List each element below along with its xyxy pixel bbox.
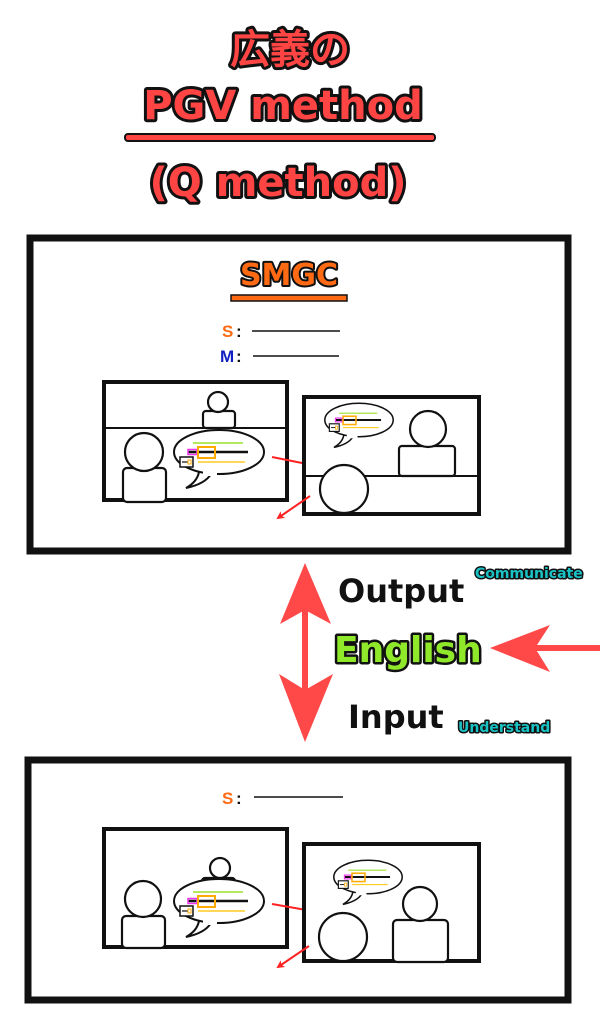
person-icon: [397, 444, 457, 478]
comic-panel-speaker: [102, 827, 289, 950]
title-line-3: (Q method): [149, 160, 406, 206]
output-label: Output: [338, 572, 464, 610]
person-back-icon: [201, 409, 237, 430]
english-label: English: [334, 630, 482, 671]
arrow-left-icon: [490, 625, 600, 672]
title-line-1: 広義の: [230, 27, 350, 73]
comic-panel-listener: [302, 842, 481, 964]
title-line-2: PGV method: [143, 83, 423, 129]
person-front-icon: [120, 914, 167, 950]
double-arrow-icon: [279, 563, 333, 742]
smgc-underline: [230, 294, 348, 302]
comic-panel-speaker: [102, 380, 289, 504]
understand-label: Understand: [458, 720, 550, 736]
arrow-down-left-icon: [276, 495, 311, 520]
smgc-heading: SMGC: [240, 258, 338, 293]
m-colon: :: [236, 347, 242, 366]
person-icon: [391, 918, 450, 964]
listener-head-icon: [317, 911, 369, 963]
top-box: SMGC S : M :: [26, 234, 572, 555]
person-front-icon: [121, 466, 168, 504]
bottom-box: S :: [24, 756, 572, 1004]
s-colon: :: [236, 322, 242, 341]
m-label: M: [220, 347, 234, 366]
communicate-label: Communicate: [475, 566, 583, 582]
s-label: S: [222, 322, 233, 341]
comic-panel-listener: [302, 395, 481, 516]
input-label: Input: [348, 698, 444, 736]
arrow-down-left-icon: [276, 945, 310, 969]
listener-head-icon: [318, 463, 370, 515]
s-label: S: [222, 789, 233, 808]
title-fraction-bar: [124, 133, 436, 142]
s-colon: :: [236, 789, 242, 808]
